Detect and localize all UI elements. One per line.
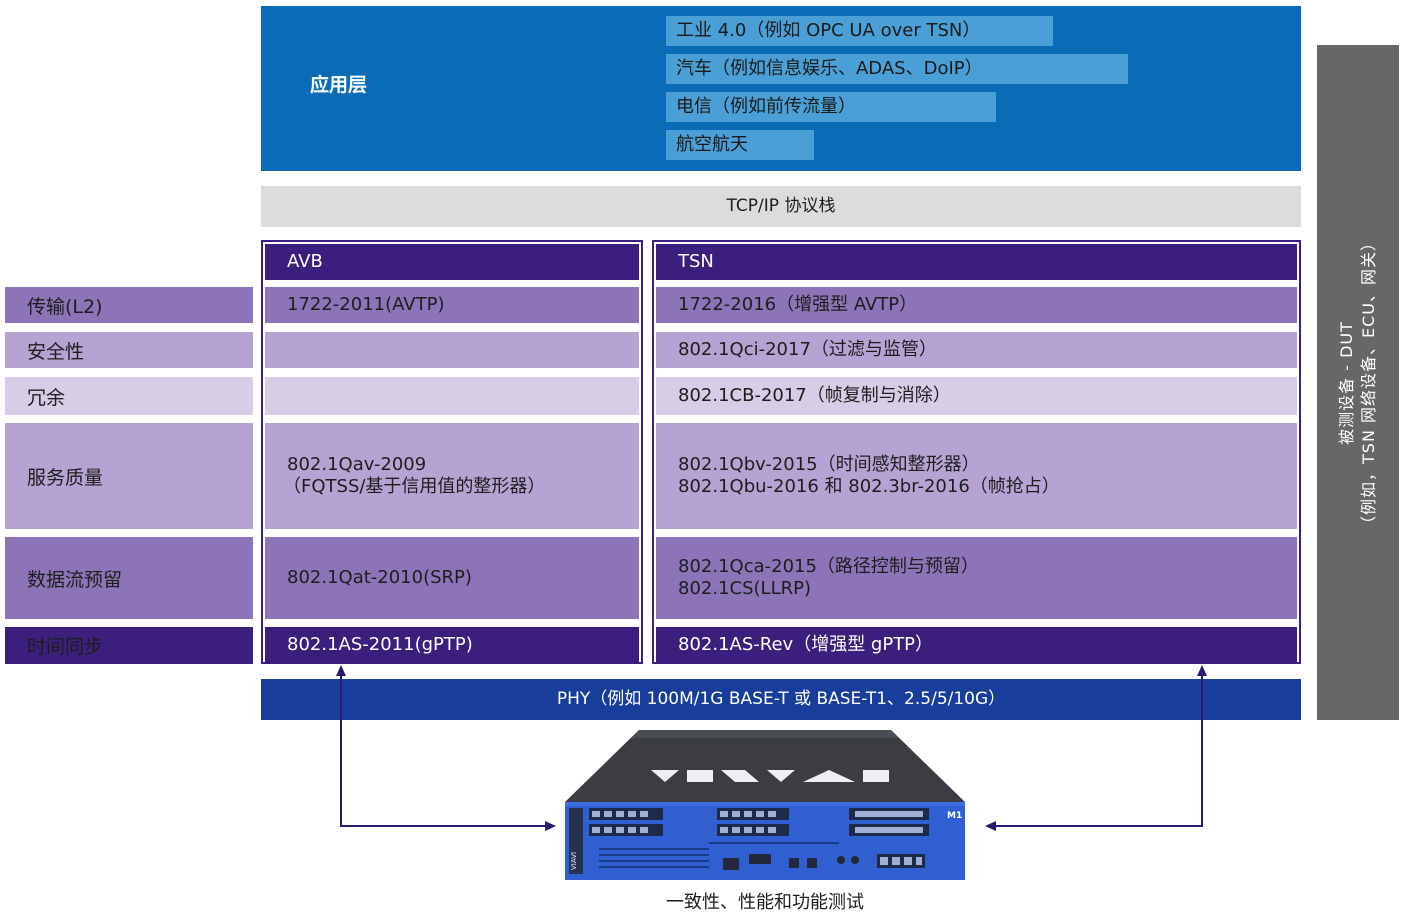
tsn-cell-time-sync: 802.1AS-Rev（增强型 gPTP） bbox=[656, 627, 1297, 662]
tsn-column: TSN 1722-2016（增强型 AVTP） 802.1Qci-2017（过滤… bbox=[652, 240, 1301, 664]
tsn-header: TSN bbox=[656, 244, 1297, 280]
tsn-redundancy-text: 802.1CB-2017（帧复制与消除） bbox=[678, 385, 951, 406]
viavi-test-device-image: VIAVI M1 bbox=[565, 730, 965, 880]
application-layer-title: 应用层 bbox=[310, 74, 368, 96]
avb-cell-redundancy bbox=[265, 377, 639, 415]
tsn-qos-line2: 802.1Qbu-2016 和 802.3br-2016（帧抢占） bbox=[678, 476, 1060, 497]
avb-qos-line2: （FQTSS/基于信用值的整形器） bbox=[283, 476, 546, 497]
row-label-stream-reservation: 数据流预留 bbox=[5, 537, 253, 619]
tsn-cell-qos: 802.1Qbv-2015（时间感知整形器） 802.1Qbu-2016 和 8… bbox=[656, 423, 1297, 529]
tsn-srp-line1: 802.1Qca-2015（路径控制与预留） bbox=[678, 556, 979, 577]
device-top-logo-icon bbox=[651, 770, 889, 782]
row-label-redundancy: 冗余 bbox=[5, 377, 253, 415]
avb-cell-qos: 802.1Qav-2009 （FQTSS/基于信用值的整形器） bbox=[265, 423, 639, 529]
app-item-telecom: 电信（例如前传流量） bbox=[666, 92, 996, 122]
dut-bar: 被测设备 - DUT （例如，TSN 网络设备、ECU、网关） bbox=[1317, 45, 1399, 720]
avb-cell-transport: 1722-2011(AVTP) bbox=[265, 287, 639, 323]
right-arrow-line bbox=[994, 672, 1203, 827]
tsn-security-text: 802.1Qci-2017（过滤与监管） bbox=[678, 339, 937, 360]
tsn-cell-security: 802.1Qci-2017（过滤与监管） bbox=[656, 332, 1297, 368]
avb-cell-stream-reservation: 802.1Qat-2010(SRP) bbox=[265, 537, 639, 619]
device-front-logo: VIAVI bbox=[570, 852, 578, 870]
right-arrow-left-head bbox=[985, 821, 996, 831]
device-caption: 一致性、性能和功能测试 bbox=[666, 892, 864, 913]
tsn-gptp-text: 802.1AS-Rev（增强型 gPTP） bbox=[678, 633, 934, 655]
app-item-automotive: 汽车（例如信息娱乐、ADAS、DoIP） bbox=[666, 54, 1128, 84]
row-label-security: 安全性 bbox=[5, 332, 253, 368]
application-layer: 应用层 工业 4.0（例如 OPC UA over TSN） 汽车（例如信息娱乐… bbox=[261, 6, 1301, 171]
app-item-industry: 工业 4.0（例如 OPC UA over TSN） bbox=[666, 16, 1053, 46]
tsn-srp-line2: 802.1CS(LLRP) bbox=[678, 578, 811, 599]
row-label-transport: 传输(L2) bbox=[5, 287, 253, 323]
device-top bbox=[565, 730, 965, 802]
app-item-aerospace: 航空航天 bbox=[666, 130, 814, 160]
left-arrow-up-head bbox=[336, 665, 346, 676]
tsn-cell-stream-reservation: 802.1Qca-2015（路径控制与预留） 802.1CS(LLRP) bbox=[656, 537, 1297, 619]
tsn-cell-transport: 1722-2016（增强型 AVTP） bbox=[656, 287, 1297, 323]
avb-header: AVB bbox=[265, 244, 639, 280]
right-arrow-up-head bbox=[1197, 665, 1207, 676]
row-label-qos: 服务质量 bbox=[5, 423, 253, 529]
device-model-label: M1 bbox=[947, 811, 962, 821]
avb-column: AVB 1722-2011(AVTP) 802.1Qav-2009 （FQTSS… bbox=[261, 240, 643, 664]
avb-cell-security bbox=[265, 332, 639, 368]
avb-srp-text: 802.1Qat-2010(SRP) bbox=[287, 567, 472, 588]
tsn-cell-redundancy: 802.1CB-2017（帧复制与消除） bbox=[656, 377, 1297, 415]
avb-cell-time-sync: 802.1AS-2011(gPTP) bbox=[265, 627, 639, 662]
avb-gptp-text: 802.1AS-2011(gPTP) bbox=[287, 633, 473, 655]
avb-transport-text: 1722-2011(AVTP) bbox=[287, 294, 445, 315]
avb-qos-line1: 802.1Qav-2009 bbox=[287, 454, 427, 475]
left-arrow-right-head bbox=[545, 821, 556, 831]
tsn-transport-text: 1722-2016（增强型 AVTP） bbox=[678, 294, 918, 315]
tsn-qos-line1: 802.1Qbv-2015（时间感知整形器） bbox=[678, 454, 980, 475]
left-arrow-line bbox=[340, 672, 548, 827]
row-label-time-sync: 时间同步 bbox=[5, 627, 253, 664]
tcp-ip-stack-bar: TCP/IP 协议栈 bbox=[261, 186, 1301, 227]
phy-bar: PHY（例如 100M/1G BASE-T 或 BASE-T1、2.5/5/10… bbox=[261, 679, 1301, 720]
